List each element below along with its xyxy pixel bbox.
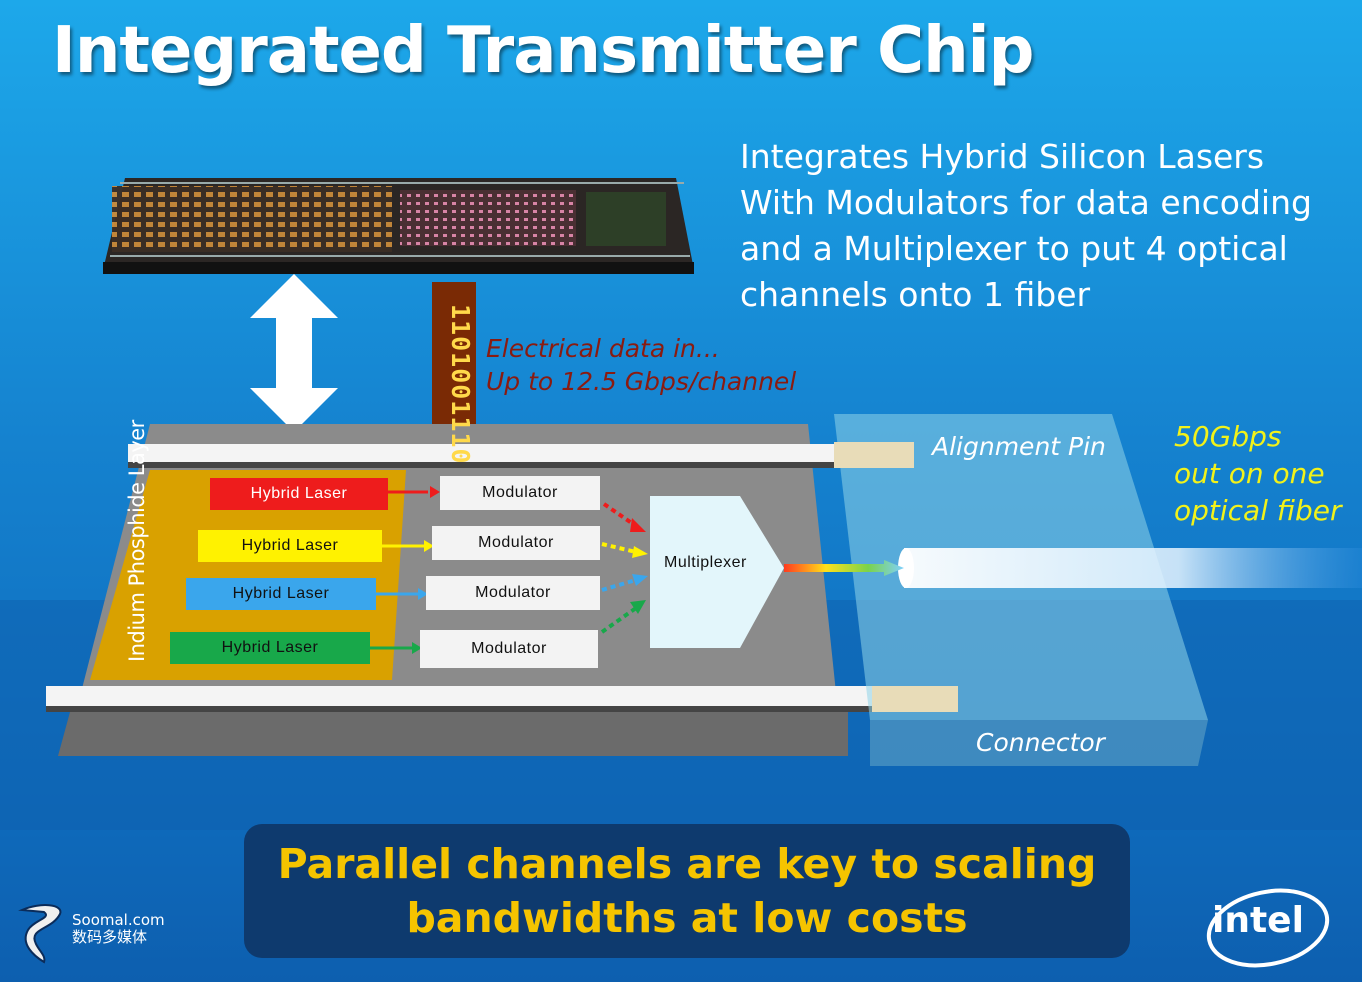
modulator-3: Modulator [426, 576, 600, 610]
alignment-pin-label: Alignment Pin [932, 432, 1106, 461]
silicon-die [103, 178, 694, 274]
modulator-4: Modulator [420, 630, 598, 668]
description-line: Integrates Hybrid Silicon Lasers [740, 137, 1265, 176]
modulator-1: Modulator [440, 476, 600, 510]
hybrid-laser-blue: Hybrid Laser [186, 578, 376, 610]
intel-logo: intel [1212, 900, 1304, 941]
banner-line: bandwidths at low costs [406, 894, 968, 942]
modulator-arrows [600, 502, 648, 634]
modulator-2: Modulator [432, 526, 600, 560]
multiplexer [650, 496, 784, 648]
indium-phosphide-layer [90, 470, 406, 680]
connector-block [834, 414, 1208, 766]
electrical-data-line: Up to 12.5 Gbps/channel [486, 367, 797, 396]
electrical-data-line: Electrical data in... [486, 334, 720, 363]
description-line: and a Multiplexer to put 4 optical [740, 229, 1288, 268]
connector-label: Connector [976, 728, 1105, 757]
watermark-subtitle: 数码多媒体 [72, 928, 148, 946]
multiplexer-label: Multiplexer [664, 554, 747, 571]
bottom-rail [46, 686, 958, 706]
output-line: out on one [1174, 457, 1325, 490]
intel-logo-swoosh [1206, 888, 1330, 968]
hybrid-laser-red: Hybrid Laser [210, 478, 388, 510]
bit-stream: 1101001110 [446, 304, 475, 465]
indium-phosphide-label: Indium Phosphide Layer [125, 420, 149, 662]
banner-line: Parallel channels are key to scaling [277, 840, 1097, 888]
page-title: Integrated Transmitter Chip [52, 14, 1034, 88]
description-line: With Modulators for data encoding [740, 183, 1312, 222]
hybrid-laser-green: Hybrid Laser [170, 632, 370, 664]
soomal-logo-icon [18, 904, 62, 964]
optical-fiber [898, 548, 1362, 588]
output-line: optical fiber [1174, 494, 1342, 527]
description-line: channels onto 1 fiber [740, 275, 1091, 314]
rainbow-output [784, 560, 904, 576]
watermark-site: Soomal.com [72, 911, 165, 929]
description-text: Integrates Hybrid Silicon Lasers With Mo… [740, 134, 1312, 318]
hybrid-laser-yellow: Hybrid Laser [198, 530, 382, 562]
double-arrow [250, 274, 338, 432]
watermark: Soomal.com 数码多媒体 [72, 912, 165, 946]
base-slab [58, 712, 848, 756]
output-note: 50Gbps out on one optical fiber [1174, 418, 1342, 529]
laser-arrows [370, 486, 440, 654]
output-line: 50Gbps [1174, 420, 1282, 453]
key-message-banner: Parallel channels are key to scaling ban… [244, 824, 1130, 958]
top-rail [128, 444, 834, 462]
electrical-data-note: Electrical data in... Up to 12.5 Gbps/ch… [486, 332, 796, 398]
